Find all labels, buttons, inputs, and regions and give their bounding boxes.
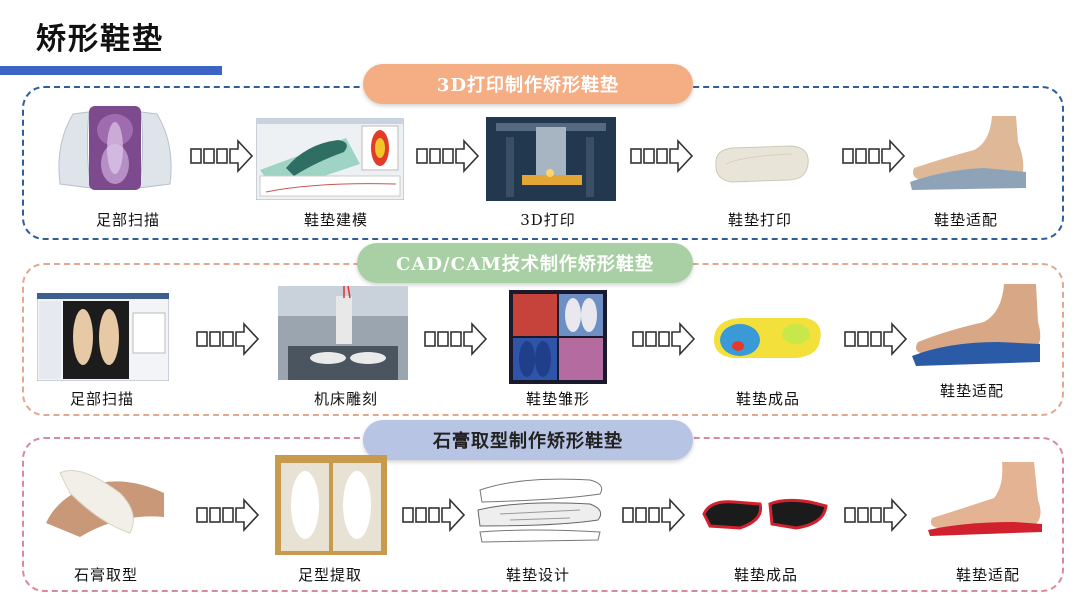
insole-fitting-image-2 — [912, 284, 1041, 366]
foot-scan-image — [55, 104, 175, 192]
insole-fitting-image-3 — [924, 460, 1048, 540]
step-caption: 鞋垫适配 — [939, 382, 1004, 400]
step-caption: 鞋垫雏形 — [525, 390, 590, 408]
right-arrow-icon — [402, 499, 465, 531]
section-heading-cad-cam: CAD/CAM技术制作矫形鞋垫 — [357, 243, 693, 283]
right-arrow-icon — [844, 323, 907, 355]
finished-insole-heatmap-image — [714, 318, 821, 358]
page-title: 矫形鞋垫 — [36, 22, 164, 57]
insole-modeling-image — [256, 118, 404, 200]
printed-insole-image — [715, 145, 809, 183]
step-caption: 鞋垫适配 — [955, 566, 1020, 584]
step-caption: 鞋垫成品 — [735, 390, 800, 408]
step-caption: 足部扫描 — [95, 211, 160, 229]
right-arrow-icon — [416, 140, 479, 172]
step-caption: 足型提取 — [297, 566, 362, 584]
step-caption: 鞋垫设计 — [505, 566, 570, 584]
insole-prototype-image — [509, 290, 607, 384]
step-caption: 鞋垫成品 — [733, 566, 798, 584]
plaster-cast-image — [40, 453, 170, 545]
section-heading-plaster-cast: 石膏取型制作矫形鞋垫 — [363, 420, 693, 460]
step-caption: 石膏取型 — [73, 566, 138, 584]
right-arrow-icon — [424, 323, 487, 355]
right-arrow-icon — [842, 140, 905, 172]
right-arrow-icon — [190, 140, 253, 172]
foot-mold-box-image — [275, 455, 387, 555]
right-arrow-icon — [196, 499, 259, 531]
insole-design-drawing-image — [470, 470, 610, 550]
step-caption: 鞋垫适配 — [933, 211, 998, 229]
right-arrow-icon — [844, 499, 907, 531]
step-caption: 3D打印 — [520, 211, 576, 229]
right-arrow-icon — [196, 323, 259, 355]
step-caption: 足部扫描 — [69, 390, 134, 408]
3d-printer-image — [486, 117, 616, 201]
step-caption: 鞋垫打印 — [727, 211, 792, 229]
right-arrow-icon — [632, 323, 695, 355]
step-caption: 机床雕刻 — [313, 390, 378, 408]
title-underline-bar — [0, 66, 222, 75]
insole-fitting-image-1 — [910, 116, 1026, 190]
section-heading-3d-printing: 3D打印制作矫形鞋垫 — [363, 64, 693, 104]
step-caption: 鞋垫建模 — [303, 211, 368, 229]
right-arrow-icon — [622, 499, 685, 531]
right-arrow-icon — [630, 140, 693, 172]
foot-scan-software-image — [37, 293, 169, 381]
finished-insole-red-image — [702, 498, 828, 530]
cnc-machine-image — [278, 286, 408, 380]
